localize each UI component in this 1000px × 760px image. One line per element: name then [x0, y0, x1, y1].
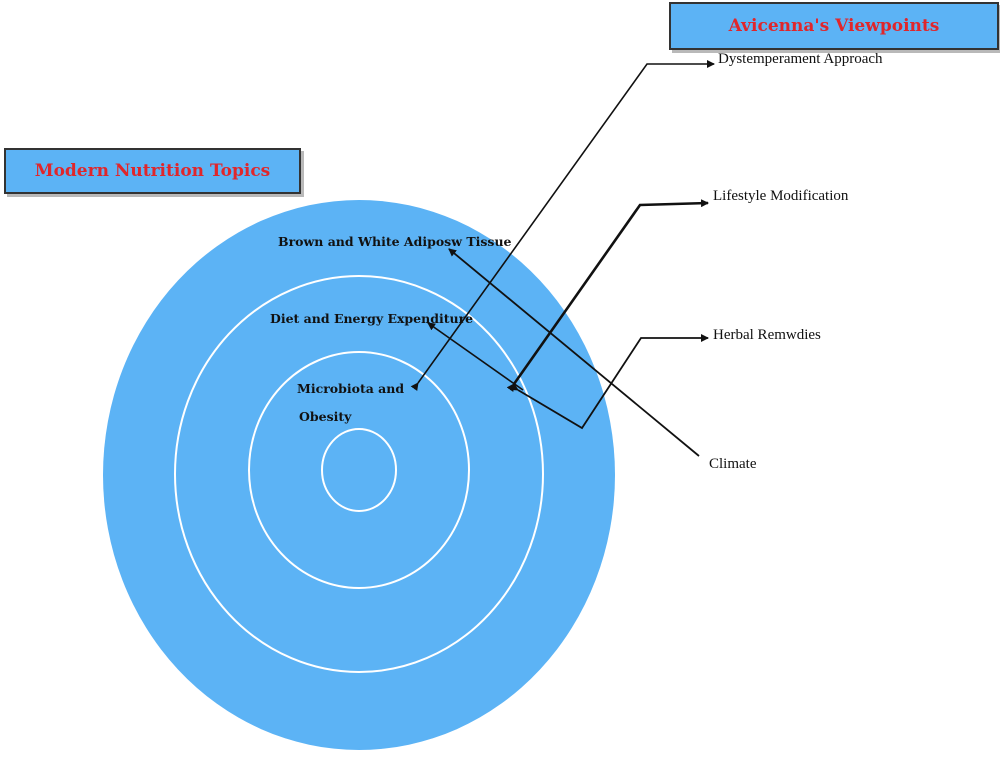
- modern-nutrition-topics-label: Modern Nutrition Topics: [34, 161, 271, 181]
- middle-ring: [174, 275, 544, 673]
- avicenna-viewpoints-box: Avicenna's Viewpoints: [669, 2, 999, 50]
- modern-nutrition-topics-box: Modern Nutrition Topics: [4, 148, 301, 194]
- climate-label: Climate: [709, 456, 757, 472]
- lifestyle-connector: [506, 199, 709, 393]
- lifestyle-label: Lifestyle Modification: [713, 188, 849, 204]
- inner-ring-label-line2: Obesity: [299, 409, 352, 424]
- outer-circle: [103, 200, 615, 750]
- core-ring: [321, 428, 397, 512]
- dystemperament-connector: [410, 60, 715, 392]
- inner-ring: [248, 351, 470, 589]
- middle-ring-label: Diet and Energy Expenditure: [270, 311, 473, 326]
- avicenna-viewpoints-label: Avicenna's Viewpoints: [728, 16, 940, 36]
- diet-energy-connector: [427, 322, 524, 391]
- inner-ring-label-line1: Microbiota and: [297, 381, 404, 396]
- climate-adipose-connector: [448, 248, 700, 457]
- dystemperament-label: Dystemperament Approach: [718, 51, 883, 67]
- herbal-label: Herbal Remwdies: [713, 327, 821, 343]
- outer-ring-label: Brown and White Adiposw Tissue: [278, 234, 512, 249]
